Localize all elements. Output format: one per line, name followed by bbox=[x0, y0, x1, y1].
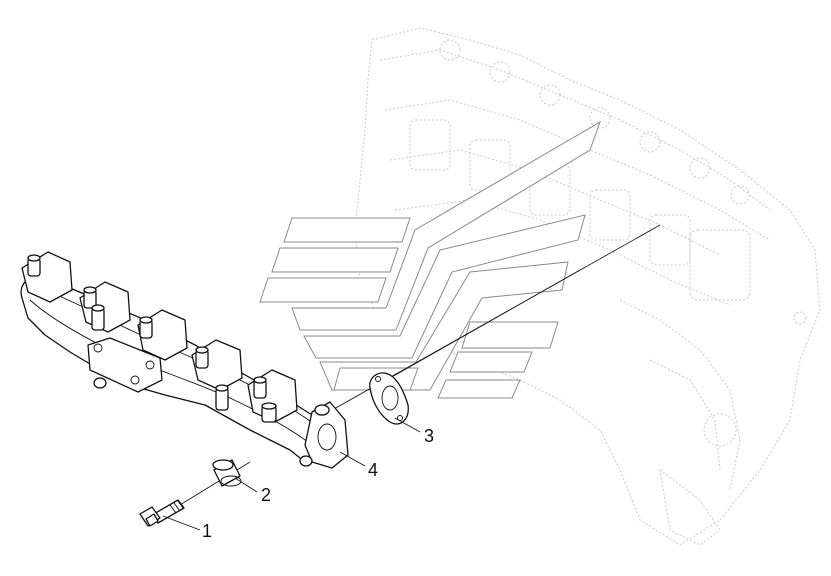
end-flange bbox=[299, 401, 349, 469]
runner-flange-5 bbox=[247, 369, 298, 423]
runner-flange-4 bbox=[191, 339, 243, 411]
runner-flange-2 bbox=[79, 281, 131, 333]
engine-block-ghost bbox=[354, 27, 821, 546]
callout-leaders bbox=[162, 417, 421, 531]
runner-flange-3 bbox=[137, 309, 188, 361]
exhaust-manifold bbox=[20, 251, 349, 469]
callout-3: 3 bbox=[424, 426, 434, 446]
bolt-part bbox=[139, 499, 185, 527]
gasket-part bbox=[369, 372, 409, 425]
runner-flange-1 bbox=[21, 251, 73, 303]
spacer-sleeve-part bbox=[212, 459, 242, 487]
watermark-logo bbox=[259, 120, 601, 399]
callout-4: 4 bbox=[368, 460, 378, 480]
callout-1: 1 bbox=[202, 521, 212, 541]
callout-2: 2 bbox=[261, 485, 271, 505]
